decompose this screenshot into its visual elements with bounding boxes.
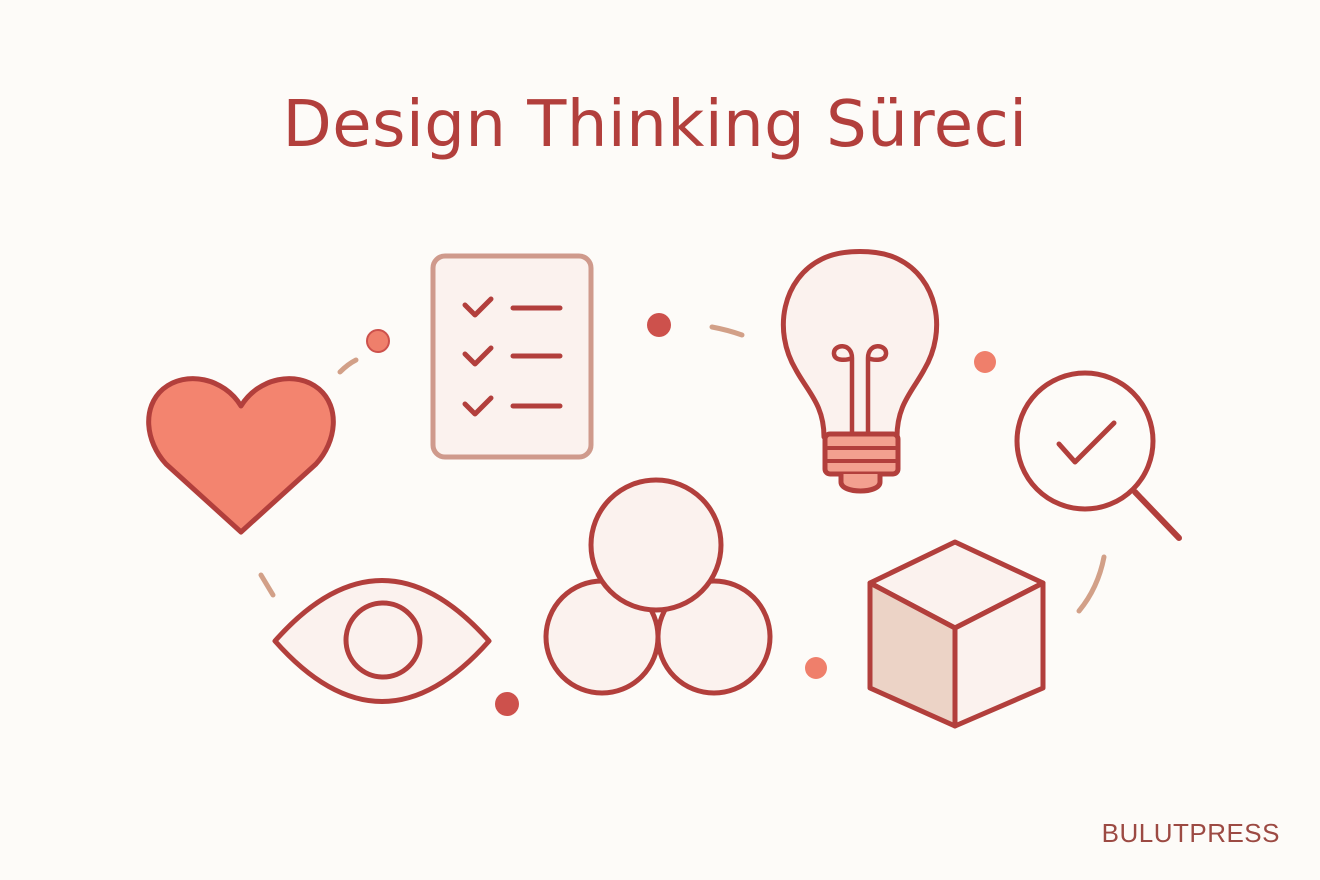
connector-checklist-bulb bbox=[709, 324, 745, 338]
cube-right bbox=[952, 580, 1046, 729]
magnifier-check-icon bbox=[1014, 370, 1182, 541]
dot bbox=[805, 657, 827, 679]
dot bbox=[974, 351, 996, 373]
circle-right bbox=[655, 578, 773, 696]
dot bbox=[366, 329, 390, 353]
connector-dashes bbox=[258, 324, 1107, 614]
bulb-tip bbox=[838, 474, 883, 494]
lightbulb-icon bbox=[780, 249, 940, 494]
cube-icon bbox=[867, 539, 1046, 729]
bulb-base bbox=[822, 431, 901, 477]
connector-dots bbox=[366, 313, 996, 716]
connector-heart-eye bbox=[258, 572, 276, 598]
check-mark-3 bbox=[462, 395, 494, 417]
circle-top bbox=[588, 477, 724, 613]
eye-icon bbox=[272, 578, 492, 704]
check-mark bbox=[1056, 420, 1117, 465]
bulb-filament bbox=[831, 344, 889, 440]
three-circles-icon bbox=[543, 477, 773, 696]
brand-logo-text: BULUTPRESS bbox=[1101, 818, 1280, 848]
dot bbox=[495, 692, 519, 716]
checklist-icon bbox=[430, 253, 594, 460]
heart-icon bbox=[146, 376, 336, 535]
diagram-title: Design Thinking Süreci bbox=[282, 88, 1028, 162]
connector-heart-checklist bbox=[337, 357, 359, 375]
check-mark-2 bbox=[462, 345, 494, 367]
dot bbox=[647, 313, 671, 337]
check-mark-1 bbox=[462, 296, 494, 318]
connector-magnifier-cube bbox=[1076, 554, 1107, 614]
eye-iris bbox=[343, 600, 423, 680]
